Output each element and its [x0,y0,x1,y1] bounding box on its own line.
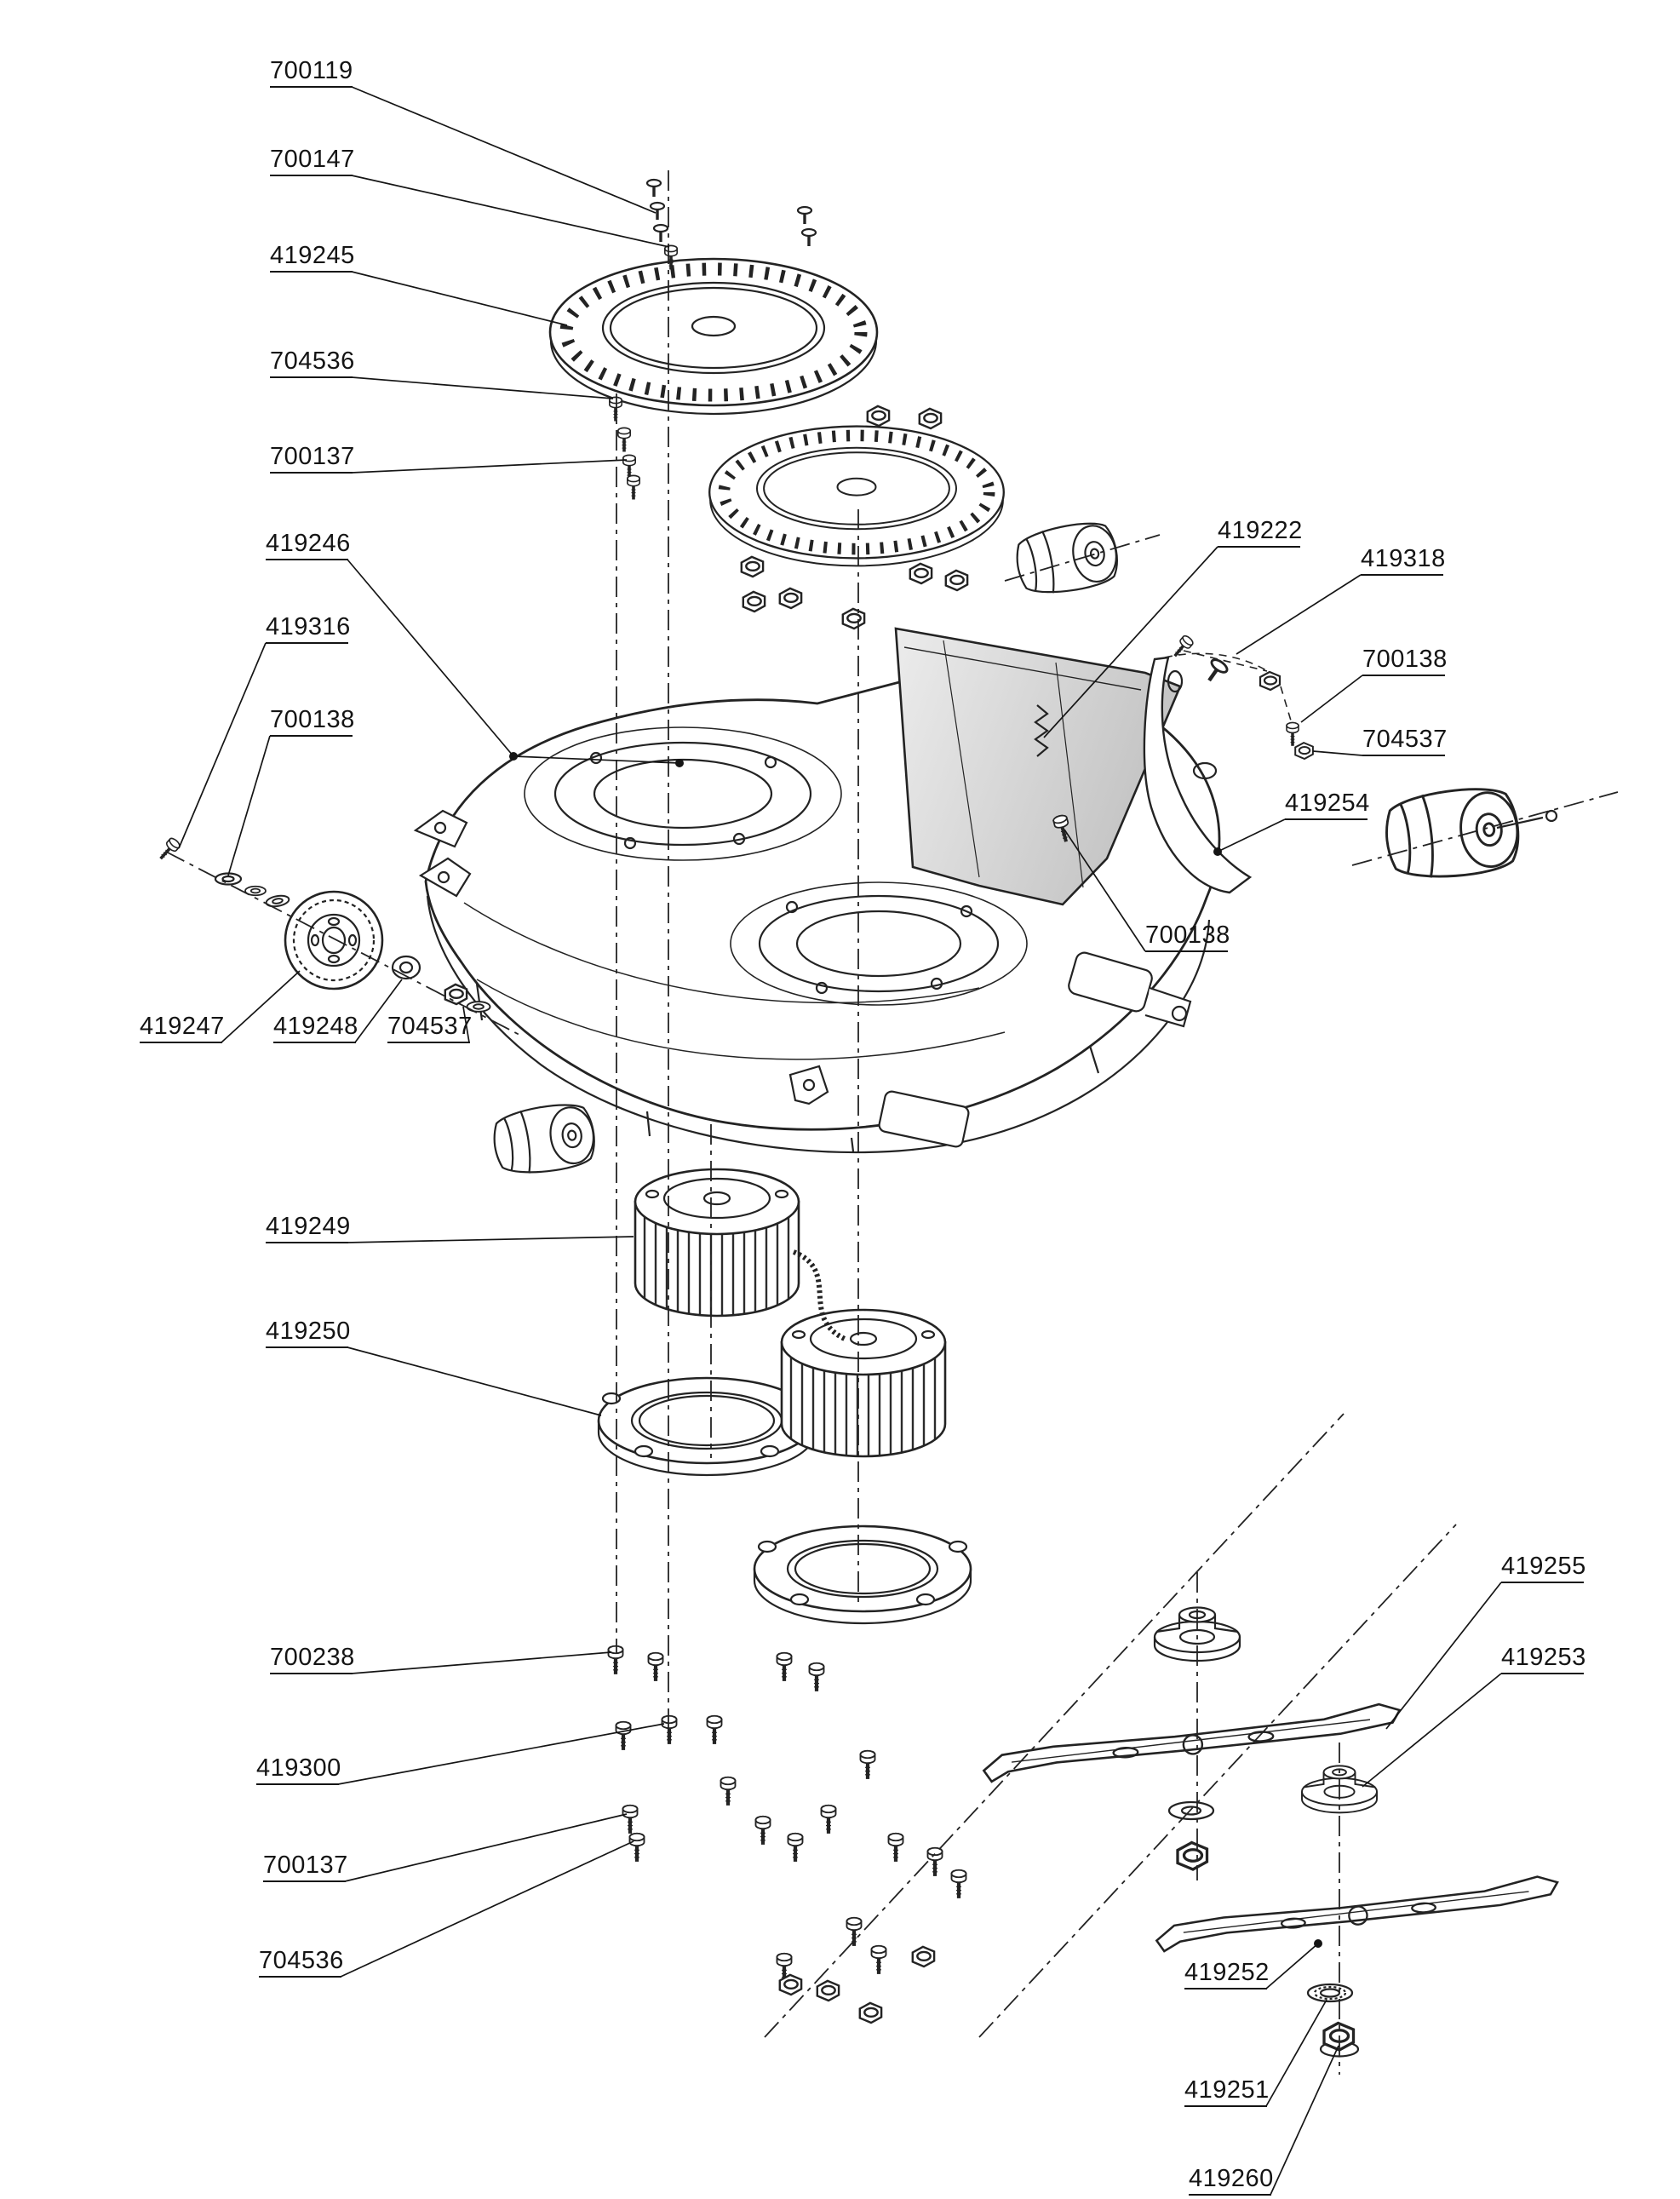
leader-line [513,755,680,764]
leader-lines [178,86,1502,2196]
leader-line [351,459,628,474]
leader-line [178,642,267,849]
support-bracket [1143,656,1253,894]
leader-line [221,970,301,1043]
right-bracket-assembly [1143,633,1314,894]
bolt [777,1653,792,1681]
bolt [662,1716,677,1744]
screw [645,178,662,198]
bolt [721,1777,736,1806]
bolt [708,1716,722,1744]
deck-cover-right [709,427,1004,566]
leader-line [347,1236,634,1243]
screw [796,205,813,226]
leader-line [1064,829,1146,952]
leader-line [1265,1943,1319,1989]
leader-line [1270,2045,1339,2196]
bolt [861,1751,875,1779]
bolt [788,1834,803,1862]
nut [444,983,468,1006]
leader-line [340,1840,634,1978]
nut [918,407,943,430]
leader-dot [1213,847,1222,856]
leader-line [227,735,271,876]
blade-motor-right [780,1308,947,1458]
bolt [952,1870,966,1898]
bolt [928,1848,943,1876]
deflector-spring [1034,704,1049,757]
bolt [609,1646,623,1674]
bolt [847,1918,862,1946]
bolt [154,835,183,864]
leader-line [1043,546,1218,738]
bolt [810,1663,824,1691]
leader-line [462,1006,470,1043]
leader-line [1300,675,1363,723]
leader-line [351,271,568,326]
leader-line [351,376,614,399]
bolt [607,395,624,423]
bolt [872,1946,886,1974]
nut [778,587,803,610]
nut [1176,1840,1209,1871]
nut [841,607,866,630]
screw [1202,657,1230,686]
nut [944,569,969,592]
nut [742,590,766,613]
nut [866,405,891,428]
leader-line [1265,1999,1327,2107]
leader-line [1217,818,1286,853]
nut [1294,742,1314,760]
nut [740,555,765,578]
screw [800,227,817,248]
drawing-root [154,86,1619,2196]
leader-line [337,1723,665,1785]
leader-line [351,175,670,248]
leader-line [1362,1673,1502,1788]
blade-motor-left [634,1168,800,1318]
leader-dot [509,752,518,761]
leader-dot [1314,1939,1322,1948]
bolt [616,1722,631,1750]
anti-scalp-roller-top [1012,517,1123,600]
screw [652,223,669,244]
leader-line [1236,574,1362,655]
centerlines [165,170,1619,2075]
nut [911,1945,936,1968]
leader-line [1385,1582,1502,1730]
bolt [822,1806,836,1834]
bolt [649,1653,663,1681]
bolt [616,426,633,454]
blade-hardware-left [1167,1800,1215,1871]
nut [816,1979,840,2002]
motor-mount-ring-right [753,1524,972,1625]
nut [858,2001,883,2024]
bolt [625,474,642,502]
gauge-wheel-left [284,890,384,990]
nut [1259,670,1282,692]
gauge-wheel-right [1381,783,1558,884]
leader-line [351,86,657,214]
leader-dot [675,759,684,767]
nut [778,1973,803,1996]
anti-scalp-roller-left [489,1099,599,1180]
leader-line [354,979,403,1043]
leader-line [347,559,514,757]
bolt [1285,721,1300,748]
bolt [1168,633,1196,662]
leader-line [351,1651,612,1674]
bolt [623,1806,638,1834]
mower-blade-lower [1154,1875,1561,1953]
leader-line [1312,750,1363,756]
bolt [630,1834,645,1862]
bolt [756,1817,771,1845]
bottom-fasteners [609,1646,966,2024]
bolt [889,1834,903,1862]
nut [909,562,933,585]
deck-cover-left [550,259,877,414]
leader-line [347,1346,602,1416]
leader-line [344,1813,628,1882]
